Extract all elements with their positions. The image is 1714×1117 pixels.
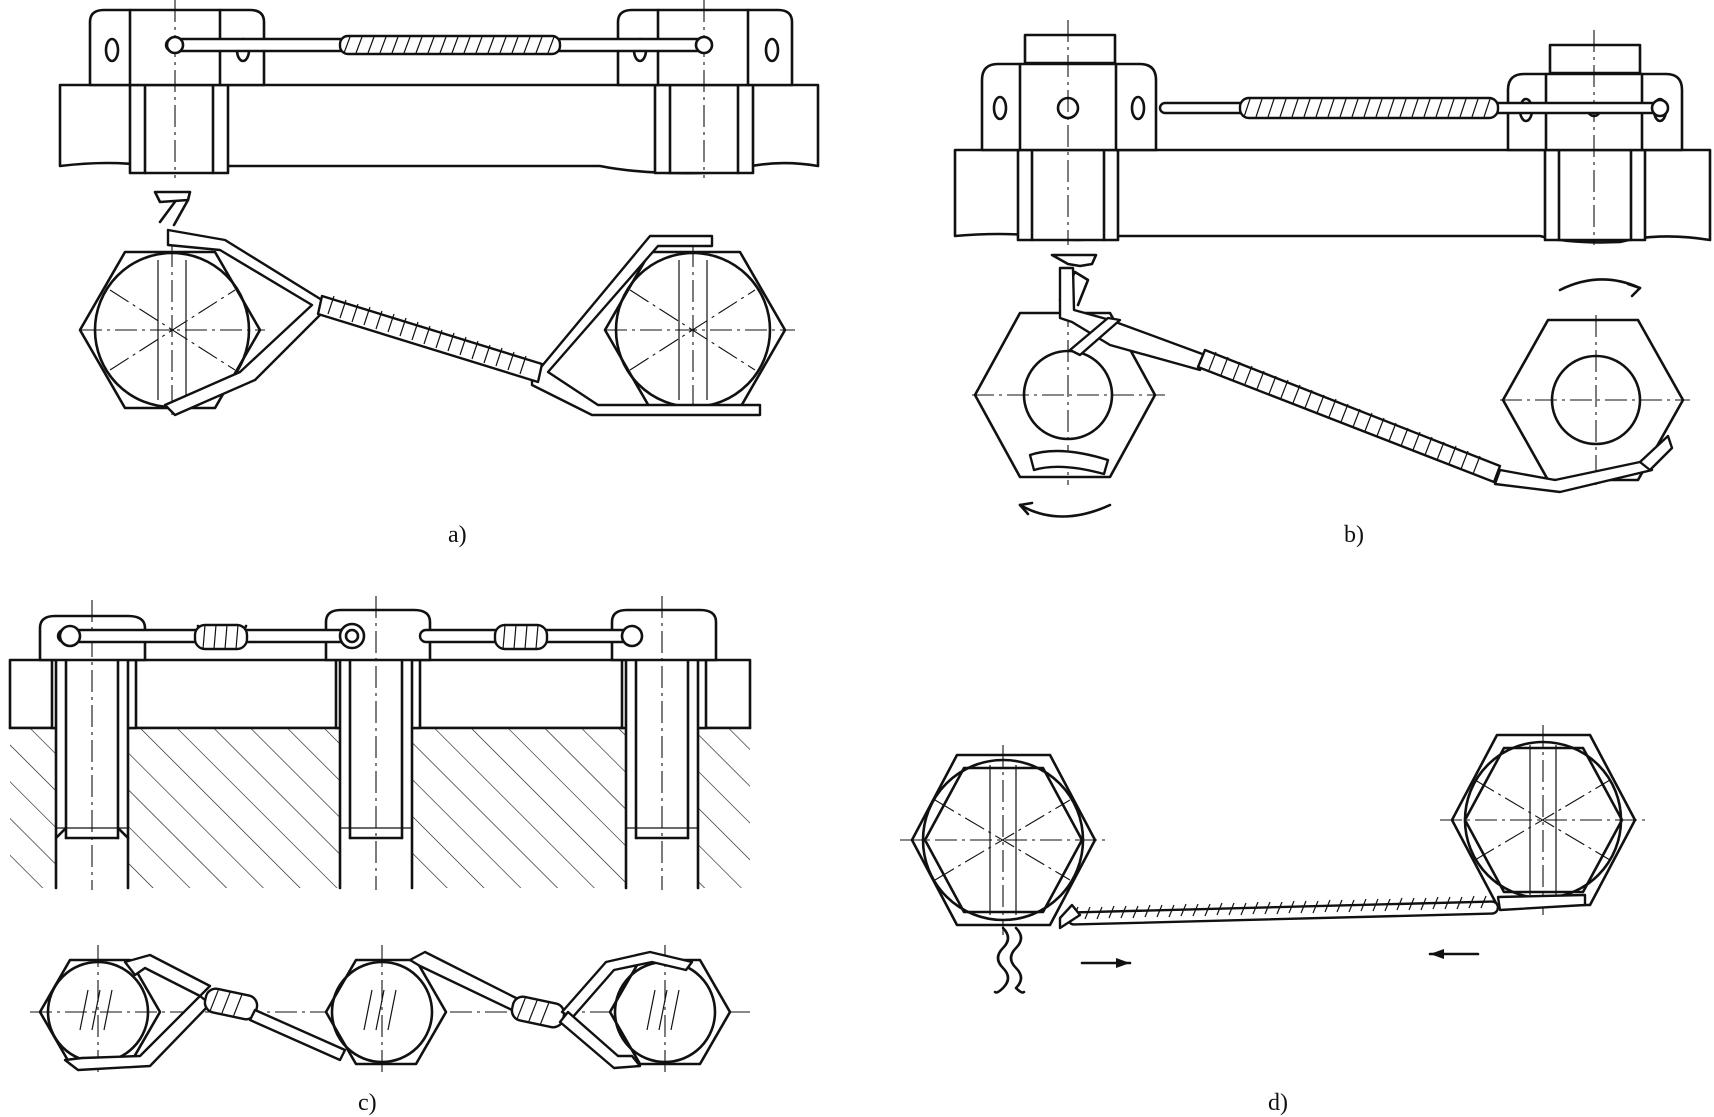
panel-c-label: c) [358,1090,377,1116]
bolt-3 [610,596,718,890]
nut-d-right [1440,725,1650,915]
lock-wire-top-b [1050,253,1674,494]
lock-wire-top [153,190,762,417]
rotation-arrow-right [1558,278,1642,298]
direction-arrow-right [1080,958,1132,968]
panel-d-label: d) [1268,1090,1288,1116]
bolt-head-left-side [980,33,1158,152]
nut-d-left [900,745,1110,935]
panel-c-section-view [8,596,752,890]
panel-b-side-view [953,20,1712,245]
panel-a-label: a) [448,522,467,548]
panel-b-label: b) [1344,522,1364,548]
nut-right-section [1500,315,1690,490]
panel-b: b) [953,20,1712,548]
nut-left-section [972,305,1165,485]
panel-a-top-view [78,190,795,417]
direction-arrow-left [1428,949,1480,959]
nut-c2-top [324,945,448,1075]
lock-wire-top-c [63,950,694,1072]
panel-c-top-view [30,945,750,1075]
bolt-head-right-side [1506,43,1684,152]
panel-a-side-view [58,0,820,178]
nut-left-top [78,245,265,415]
rotation-arrow-left [1018,501,1112,518]
panel-d: d) [900,725,1650,1116]
panel-c: c) [8,596,752,1116]
lock-wire-section-c [56,622,644,651]
lock-wire-d [993,893,1587,994]
lock-wire-side-b [1158,96,1670,120]
bolt-1 [38,600,147,890]
panel-b-top-view [972,253,1690,518]
lock-wire-side [164,34,714,56]
panel-a: a) [58,0,820,548]
